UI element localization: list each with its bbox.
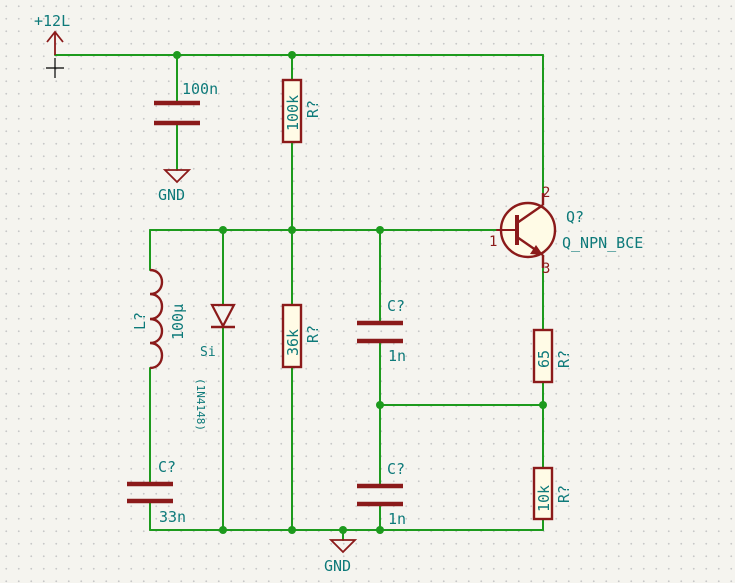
r-e1-ref: R? [555,350,573,368]
resistor-65: 65 R? [532,328,573,384]
vcc-power-symbol: +12L [34,12,70,78]
q-pin-collector: 2 [542,185,550,201]
diode-part: (1N4148) [194,378,207,431]
q-pin-emitter: 3 [542,261,550,277]
gnd-bottom-label: GND [324,557,351,575]
c-low-value: 1n [388,510,406,528]
diode-label: Si [200,345,216,360]
r-e1-value: 65 [535,350,553,368]
c-mid-value: 1n [388,347,406,365]
inductor-value: 100µ [169,304,187,340]
capacitor-1n-lower: C? 1n [357,460,406,528]
capacitor-1n-upper: C? 1n [357,297,406,365]
inductor-100u: L? 100µ [131,268,187,370]
r-mid-ref: R? [304,325,322,343]
r-e2-value: 10k [535,485,553,512]
resistor-10k: 10k R? [532,466,573,521]
capacitor-33n: C? 33n [127,458,186,526]
r-mid-value: 36k [284,329,302,356]
r-top-ref: R? [304,100,322,118]
gnd-top-symbol: GND [158,169,192,204]
q-value: Q_NPN_BCE [562,234,643,252]
c-left-value: 33n [159,508,186,526]
resistor-36k: 36k R? [281,303,322,369]
capacitor-100n: 100n [154,80,218,126]
q-pin-base: 1 [489,234,497,250]
r-e2-ref: R? [555,485,573,503]
c-left-ref: C? [158,458,176,476]
junctions [173,51,547,534]
r-top-value: 100k [284,95,302,131]
diode-si: Si (1N4148) [194,303,236,431]
gnd-top-label: GND [158,186,185,204]
c-top-value: 100n [182,80,218,98]
wires [54,54,544,541]
gnd-bottom-symbol: GND [324,539,358,575]
c-mid-ref: C? [387,297,405,315]
npn-transistor: 1 2 3 Q? Q_NPN_BCE [489,185,643,277]
vcc-label: +12L [34,12,70,30]
resistor-100k: 100k R? [281,78,322,144]
inductor-ref: L? [131,312,149,330]
q-ref: Q? [566,208,584,226]
c-low-ref: C? [387,460,405,478]
